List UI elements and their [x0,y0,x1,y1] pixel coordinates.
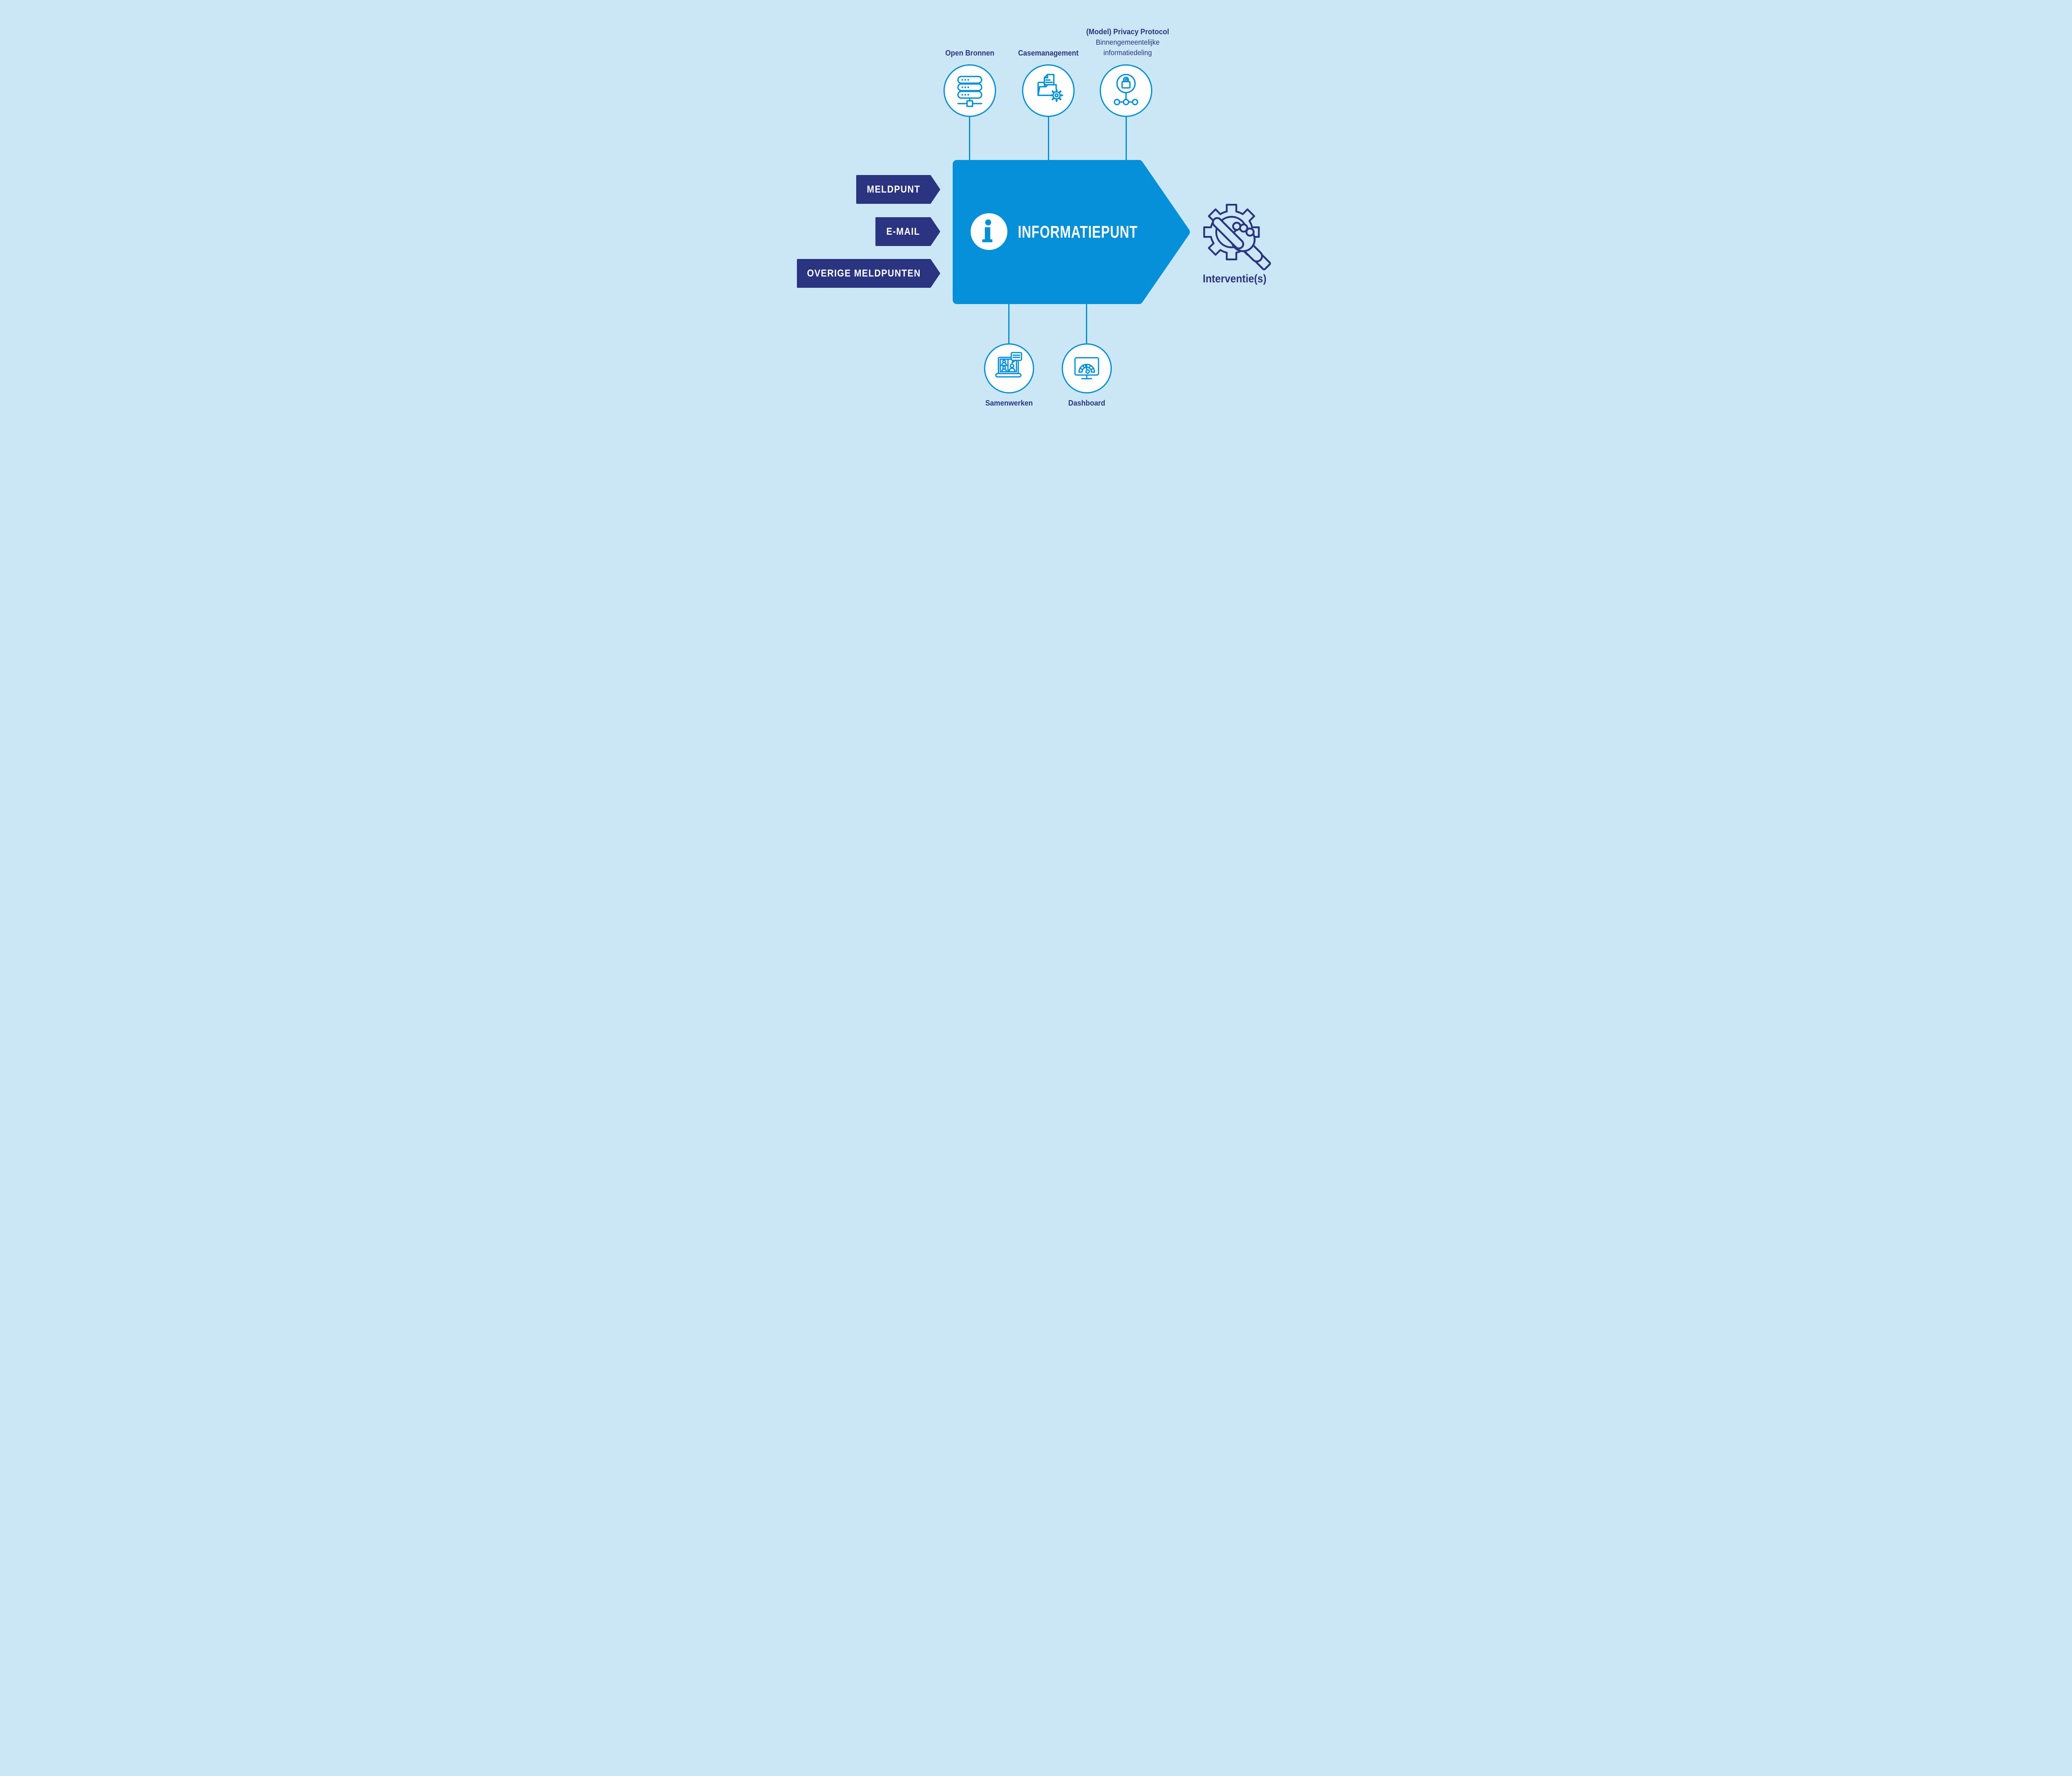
pointing-hand-icon [1212,217,1271,271]
bottom-node-label-samenwerken: Samenwerken [985,399,1033,407]
connector-line [969,116,970,162]
node-circle-privacy-protocol [1099,64,1152,117]
case-folder-gear-icon [1037,74,1063,102]
server-icon [957,76,982,107]
dashboard-gauge-icon [1074,357,1099,380]
gear-hand-icon [1203,203,1271,271]
input-tag-label-email: E-MAIL [886,226,920,237]
top-node-label-privacy-protocol: (Model) Privacy Protocol Binnengemeentel… [1073,27,1182,58]
bottom-node-label-dashboard: Dashboard [1068,399,1105,407]
node-circle-samenwerken [984,343,1034,393]
node-circle-casemanagement [1022,64,1075,117]
node-circle-dashboard [1061,343,1112,393]
top-node-label-open-bronnen: Open Bronnen [945,49,994,57]
video-call-laptop-icon [995,352,1022,378]
informatiepunt-title: INFORMATIEPUNT [1017,222,1138,241]
privacy-protocol-subtitle-line1: Binnengemeentelijke [1096,38,1159,46]
informatiepunt-arrow [952,160,1190,304]
privacy-lock-network-icon [1113,74,1138,105]
connector-line [1126,116,1127,162]
connector-line [1008,302,1009,344]
input-tag-email [875,217,940,246]
top-node-label-casemanagement: Casemanagement [1018,49,1078,57]
connector-line [1086,302,1087,344]
node-circle-open-bronnen [943,64,996,117]
privacy-protocol-title: (Model) Privacy Protocol [1086,28,1169,36]
input-tag-overige-meldpunten [796,259,940,288]
input-tag-label-meldpunt: MELDPUNT [867,183,920,195]
privacy-protocol-subtitle-line2: informatiedeling [1103,48,1152,57]
connector-line [1047,116,1049,162]
infographic-canvas: Open Bronnen Casemanagement (Model) Priv… [777,0,1295,444]
input-tag-meldpunt [856,175,940,204]
info-icon [970,213,1007,250]
mini-gear-icon [1050,89,1063,102]
input-tag-label-overige-meldpunten: OVERIGE MELDPUNTEN [806,267,921,279]
output-label-interventies: Interventie(s) [1202,272,1266,285]
